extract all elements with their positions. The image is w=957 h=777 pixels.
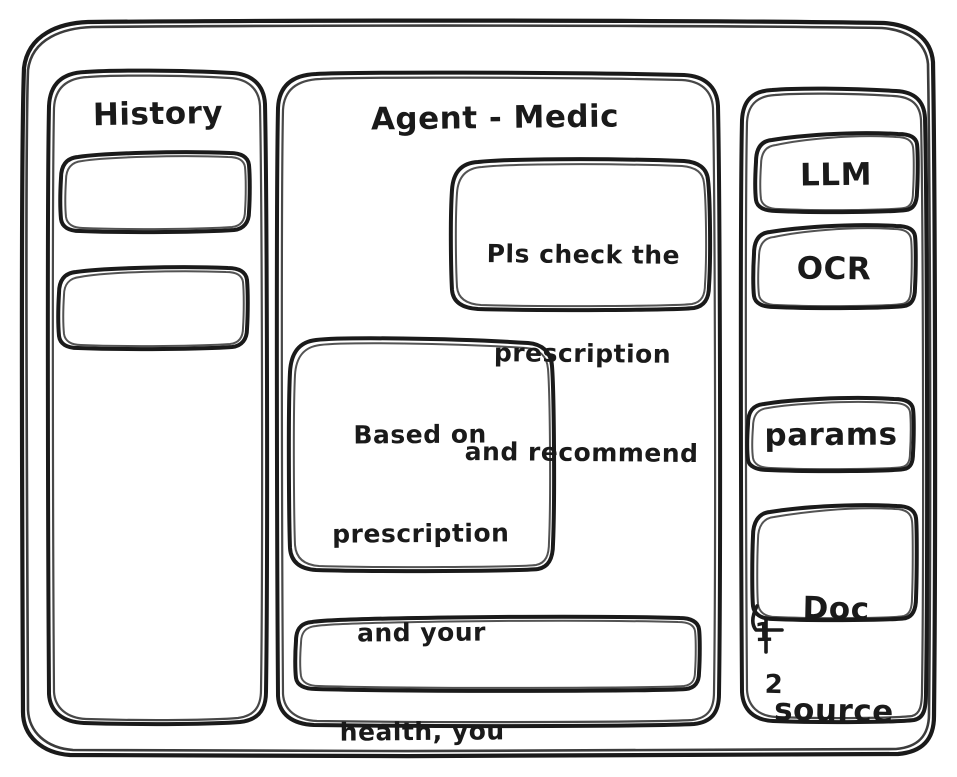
agent-panel-outline <box>274 70 723 729</box>
tools-panel-outline <box>738 86 930 725</box>
assistant-message-line-2: prescription <box>332 518 510 549</box>
history-item-1-outline[interactable] <box>58 150 252 235</box>
chip-params-outline[interactable] <box>745 395 916 474</box>
history-item-2-outline[interactable] <box>56 265 250 352</box>
assistant-message-line-1: Based on <box>353 419 487 450</box>
user-message-bubble-outline <box>448 157 713 313</box>
user-message-line-1: Pls check the <box>486 239 681 270</box>
doc-source-connector <box>750 604 784 654</box>
assistant-message-line-4: health, you <box>339 716 505 747</box>
window-frame <box>19 18 938 759</box>
doc-list-item-2[interactable]: 2 <box>764 669 784 701</box>
chip-llm-outline[interactable] <box>753 131 920 215</box>
chip-ocr[interactable] <box>753 226 916 308</box>
history-item-1[interactable] <box>61 153 251 233</box>
assistant-message-text: Based on prescription and your health, y… <box>298 351 545 777</box>
agent-panel-title: Agent - Medic <box>370 98 620 138</box>
history-item-2[interactable] <box>59 268 249 350</box>
composer-input[interactable] <box>296 618 700 691</box>
chip-ocr-outline[interactable] <box>751 223 918 311</box>
history-panel-outline <box>45 68 270 727</box>
chip-llm[interactable] <box>754 134 918 212</box>
chip-params[interactable] <box>747 399 914 471</box>
composer-input-outline[interactable] <box>293 614 702 693</box>
chip-doc-source-outline[interactable] <box>750 503 919 623</box>
history-panel-title: History <box>92 94 224 134</box>
chip-doc-source[interactable] <box>752 506 917 620</box>
assistant-message-bubble-outline <box>286 336 557 574</box>
doc-list-item-1[interactable]: 1 <box>754 617 774 649</box>
